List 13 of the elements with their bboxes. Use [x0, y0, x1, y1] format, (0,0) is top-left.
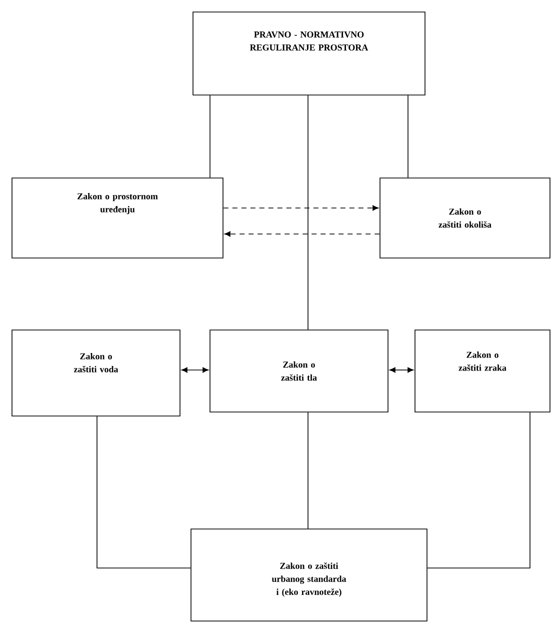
- dashed-arrow: [224, 231, 380, 237]
- title-box: PRAVNO - NORMATIVNO REGULIRANJE PROSTORA: [192, 12, 426, 96]
- law-box: Zakon o zaštiti okoliša: [380, 178, 550, 258]
- connector-line: [96, 416, 191, 568]
- law-box: Zakon o zaštiti urbanog standarda i (eko ravnoteže): [190, 528, 428, 622]
- double-arrow: [181, 367, 209, 373]
- law-box: Zakon o prostornom uređenju: [12, 178, 224, 258]
- law-box: Zakon o zaštiti tla: [210, 330, 388, 412]
- dashed-arrow: [223, 205, 379, 211]
- connector-line: [427, 412, 530, 568]
- law-box: Zakon o zaštiti voda: [12, 330, 180, 416]
- law-box: Zakon o zaštiti zraka: [414, 330, 550, 412]
- double-arrow: [389, 367, 414, 373]
